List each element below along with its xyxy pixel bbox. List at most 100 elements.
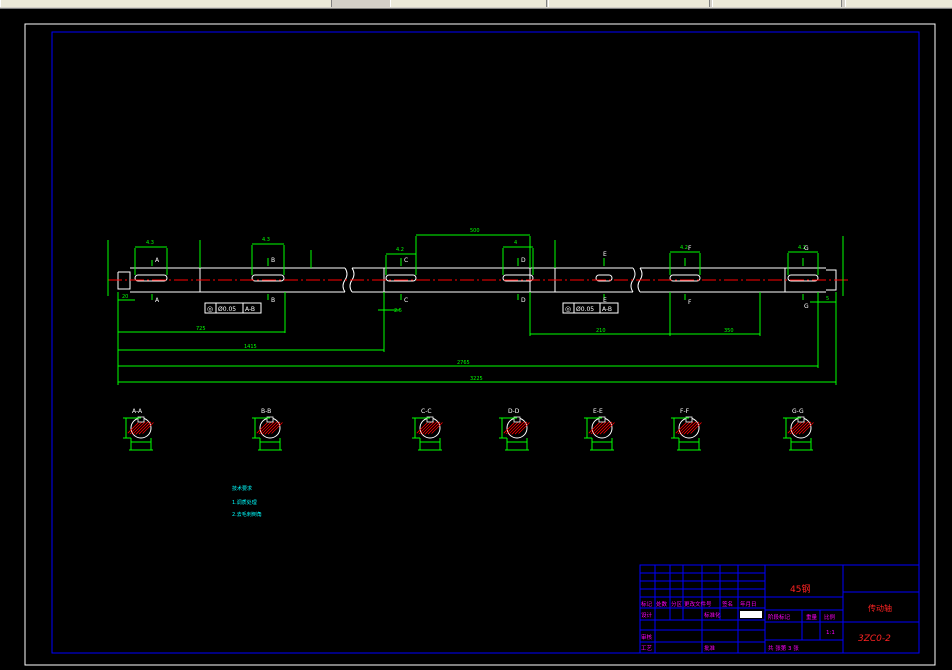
tb-doc: 更改文件号 [684,600,712,608]
tb-approve: 批准 [704,644,716,652]
note-1: 1.调质处理 [232,499,257,506]
dim-key7: 4.2 [798,245,806,251]
mark-d-top: D [521,257,526,264]
mark-g-top: G [804,245,809,252]
tb-count: 处数 [656,600,668,608]
section-view-b: B-B [252,408,283,451]
section-keyway-b [266,416,274,423]
dim-350: 350 [724,328,734,334]
section-label-a: A-A [132,408,143,415]
dim-key1: 4.3 [146,240,154,246]
keyway-b [251,274,285,282]
title-block-text: 标记 处数 分区 更改文件号 签名 年月日 设计 标准化 阶段标记 重量 比例 … [641,600,836,652]
keyway-a [134,274,168,282]
mark-b-bottom: B [271,297,275,304]
dimension-lines [107,234,844,385]
tb-process: 工艺 [641,645,653,652]
section-dims-f [671,417,701,451]
section-view-d: D-D [499,408,530,451]
tb-date: 年月日 [740,600,757,608]
section-view-g: G-G [783,408,814,451]
section-keyway-a [137,416,145,423]
dim-right-end: 5 [826,296,829,302]
mark-a-bottom: A [155,297,160,304]
section-view-c: C-C [412,408,443,451]
section-keyway-g [797,416,805,423]
mark-d-bottom: D [521,297,526,304]
section-label-g: G-G [792,408,804,415]
dim-left-end: 20 [122,294,128,300]
note-title: 技术要求 [232,485,252,492]
tb-design: 设计 [641,611,653,619]
dim-725: 725 [196,326,206,332]
tb-review: 审核 [641,633,653,641]
keyways [134,274,819,282]
section-dims-g [783,417,813,451]
tb-sign: 签名 [722,600,733,608]
tolerance-datum-1: A-B [245,306,255,313]
dimension-texts: 20 4.3 4.3 4.2 500 4 4.2 4.2 725 1415 2.… [122,228,829,382]
tb-weight: 重量 [806,613,818,621]
section-hatch-g [787,421,814,435]
tb-scale-value: 1:1 [826,630,835,636]
dim-key4: 4 [514,240,517,246]
tb-part-name: 传动轴 [868,603,892,613]
tb-drawing-no: 3ZC0-2 [858,634,891,644]
section-marks: A A B B C C D D E E F F G G [155,245,809,310]
mark-f-top: F [688,245,692,252]
section-views: A-A B-B C-C D-D E-E F-F G-G [123,408,814,451]
cad-drawing[interactable]: 20 4.3 4.3 4.2 500 4 4.2 4.2 725 1415 2.… [0,8,952,670]
section-dims-d [499,417,529,451]
concentricity-icon: ◎ [565,305,571,313]
keyway-g [787,274,819,282]
section-label-d: D-D [508,408,520,415]
technical-notes: 技术要求 1.调质处理 2.去毛刺倒角 [232,485,262,518]
section-keyway-c [426,416,434,423]
section-hatch-c [416,421,443,435]
toolbar-tab-4[interactable] [712,0,842,7]
section-keyway-e [598,416,606,423]
mark-e-top: E [603,251,607,258]
toolbar-tab-5[interactable] [845,0,952,7]
section-view-e: E-E [584,408,615,451]
cad-toolbar [0,0,952,9]
section-label-f: F-F [680,408,690,415]
tolerance-frame-1: ◎ Ø0.05 A-B [204,302,262,314]
mark-e-bottom: E [603,297,607,304]
dim-1415: 1415 [244,344,257,350]
section-label-c: C-C [421,408,432,415]
section-hatch-d [503,421,530,435]
mark-a-top: A [155,257,160,264]
dim-2765: 2765 [457,360,470,366]
mark-f-bottom: F [688,299,692,306]
mark-b-top: B [271,257,275,264]
dim-key2: 4.3 [262,237,270,243]
toolbar-tab-1[interactable] [0,0,332,7]
section-label-e: E-E [593,408,603,415]
keyway-f [669,274,701,282]
dim-500: 500 [470,228,480,234]
toolbar-tab-2[interactable] [390,0,547,7]
section-hatch-f [675,421,702,435]
title-block-fill [740,611,762,618]
tolerance-frame-2: ◎ Ø0.05 A-B [562,302,619,314]
drawing-frame [51,31,920,654]
toolbar-tab-3[interactable] [548,0,710,7]
dim-key6: 4.2 [680,245,688,251]
section-hatch-b [256,421,283,435]
tb-standard: 标准化 [704,611,721,619]
note-2: 2.去毛刺倒角 [232,511,262,518]
section-dims-c [412,417,442,451]
keyway-e [595,274,613,282]
keyway-c [385,274,417,282]
section-dims-a [123,417,153,451]
tb-material: 45钢 [790,583,810,595]
dim-3225: 3225 [470,376,483,382]
section-hatch-e [588,421,615,435]
tb-stage: 阶段标记 [768,613,791,621]
dim-2-5: 2.5 [394,308,402,314]
section-view-a: A-A [123,408,154,451]
section-keyway-d [513,416,521,423]
title-block [639,564,920,654]
mark-g-bottom: G [804,303,809,310]
